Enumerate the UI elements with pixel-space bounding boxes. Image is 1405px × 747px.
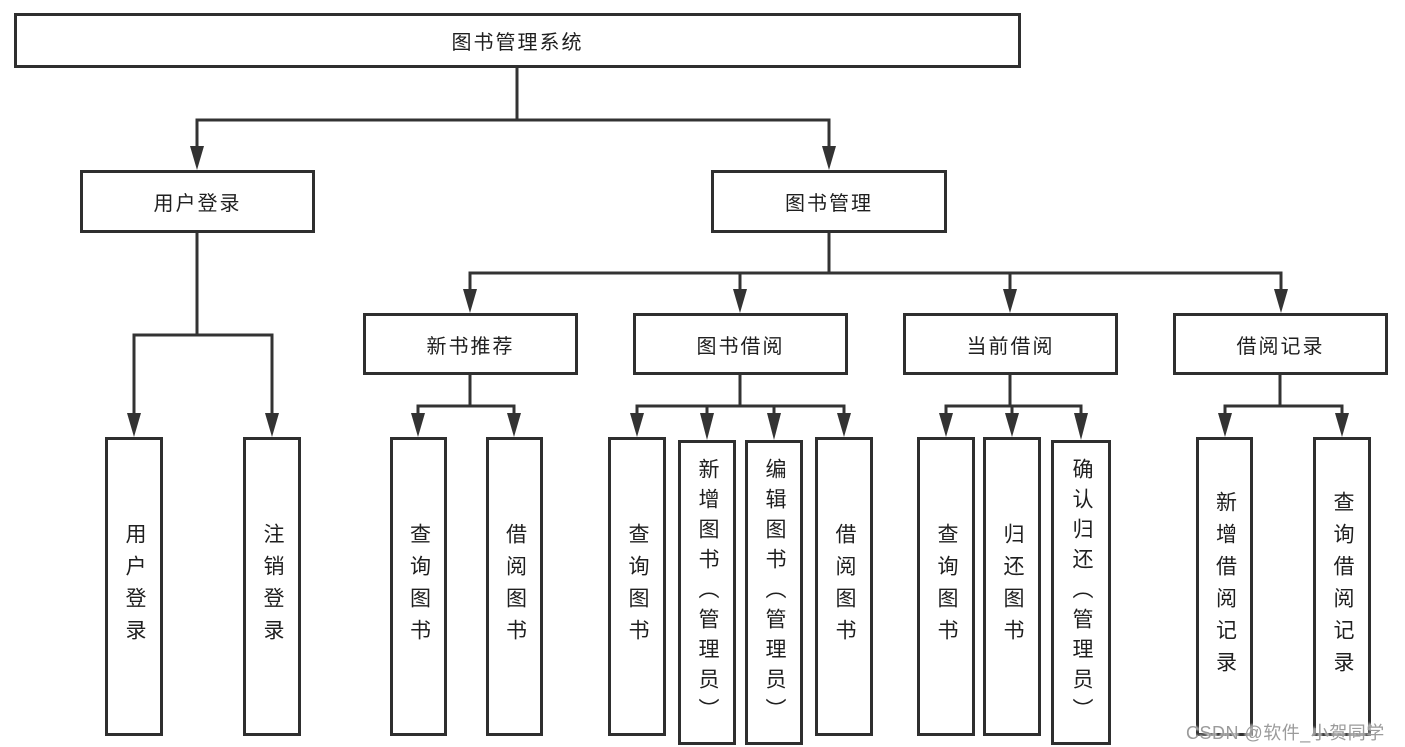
leaf-edit-book-admin: 编辑图书（管理员） — [745, 440, 803, 745]
node-label: 查询图书 — [626, 522, 650, 651]
leaf-query-borrow-record: 查询借阅记录 — [1313, 437, 1371, 736]
connector-book-mgmt-split — [463, 233, 1288, 313]
node-label: 新增借阅记录 — [1213, 490, 1237, 683]
connector-root-split — [190, 68, 836, 170]
arrow-down-icon — [1074, 413, 1088, 440]
arrow-down-icon — [1218, 413, 1232, 437]
node-library-system: 图书管理系统 — [14, 13, 1021, 68]
leaf-logout: 注销登录 — [243, 437, 301, 736]
arrow-down-icon — [1003, 289, 1017, 313]
node-label: 借阅图书 — [503, 522, 527, 651]
connector-new-book-split — [411, 375, 521, 437]
node-new-book-recommend: 新书推荐 — [363, 313, 578, 375]
node-label: 图书管理 — [785, 193, 873, 215]
arrow-down-icon — [939, 413, 953, 437]
leaf-borrow-books-2: 借阅图书 — [815, 437, 873, 736]
arrow-down-icon — [190, 146, 204, 170]
node-label: 归还图书 — [1001, 522, 1025, 651]
leaf-borrow-books-1: 借阅图书 — [486, 437, 543, 736]
node-label: 借阅图书 — [833, 522, 857, 651]
node-label: 用户登录 — [153, 193, 242, 215]
node-label: 查询图书 — [935, 522, 959, 651]
node-label: 查询图书 — [407, 522, 431, 651]
arrow-down-icon — [1335, 413, 1349, 437]
csdn-watermark: CSDN @软件_小贺同学 — [1186, 723, 1385, 743]
node-label: 图书管理系统 — [451, 32, 584, 54]
leaf-user-login: 用户登录 — [105, 437, 163, 736]
leaf-confirm-return-admin: 确认归还（管理员） — [1051, 440, 1111, 745]
arrow-down-icon — [700, 413, 714, 440]
node-label: 当前借阅 — [966, 335, 1055, 358]
arrow-down-icon — [463, 289, 477, 313]
connector-borrow-records-split — [1218, 375, 1349, 437]
arrow-down-icon — [127, 413, 141, 437]
arrow-down-icon — [630, 413, 644, 437]
leaf-add-borrow-record: 新增借阅记录 — [1196, 437, 1253, 736]
node-user-login: 用户登录 — [80, 170, 315, 233]
node-book-borrowing: 图书借阅 — [633, 313, 848, 375]
node-label: 图书借阅 — [696, 335, 785, 358]
node-current-borrowing: 当前借阅 — [903, 313, 1118, 375]
leaf-add-book-admin: 新增图书（管理员） — [678, 440, 736, 745]
arrow-down-icon — [822, 146, 836, 170]
leaf-query-books-2: 查询图书 — [608, 437, 666, 736]
arrow-down-icon — [733, 289, 747, 313]
arrow-down-icon — [507, 413, 521, 437]
node-label: 新增图书（管理员） — [696, 457, 720, 728]
node-label: 注销登录 — [261, 522, 285, 651]
node-borrowing-records: 借阅记录 — [1173, 313, 1388, 375]
node-label: 用户登录 — [123, 522, 147, 651]
node-label: 借阅记录 — [1236, 335, 1325, 358]
node-label: 查询借阅记录 — [1331, 490, 1355, 683]
leaf-query-books-3: 查询图书 — [917, 437, 975, 736]
connector-user-login-split — [127, 233, 279, 437]
leaf-return-book: 归还图书 — [983, 437, 1041, 736]
connector-current-borrow-split — [939, 375, 1088, 440]
arrow-down-icon — [1274, 289, 1288, 313]
arrow-down-icon — [837, 413, 851, 437]
arrow-down-icon — [265, 413, 279, 437]
arrow-down-icon — [411, 413, 425, 437]
node-label: 新书推荐 — [426, 335, 515, 358]
node-label: 编辑图书（管理员） — [763, 457, 787, 728]
node-label: 确认归还（管理员） — [1070, 457, 1094, 728]
node-book-management: 图书管理 — [711, 170, 947, 233]
connector-book-borrow-split — [630, 375, 851, 440]
leaf-query-books-1: 查询图书 — [390, 437, 447, 736]
arrow-down-icon — [767, 413, 781, 440]
arrow-down-icon — [1005, 413, 1019, 437]
